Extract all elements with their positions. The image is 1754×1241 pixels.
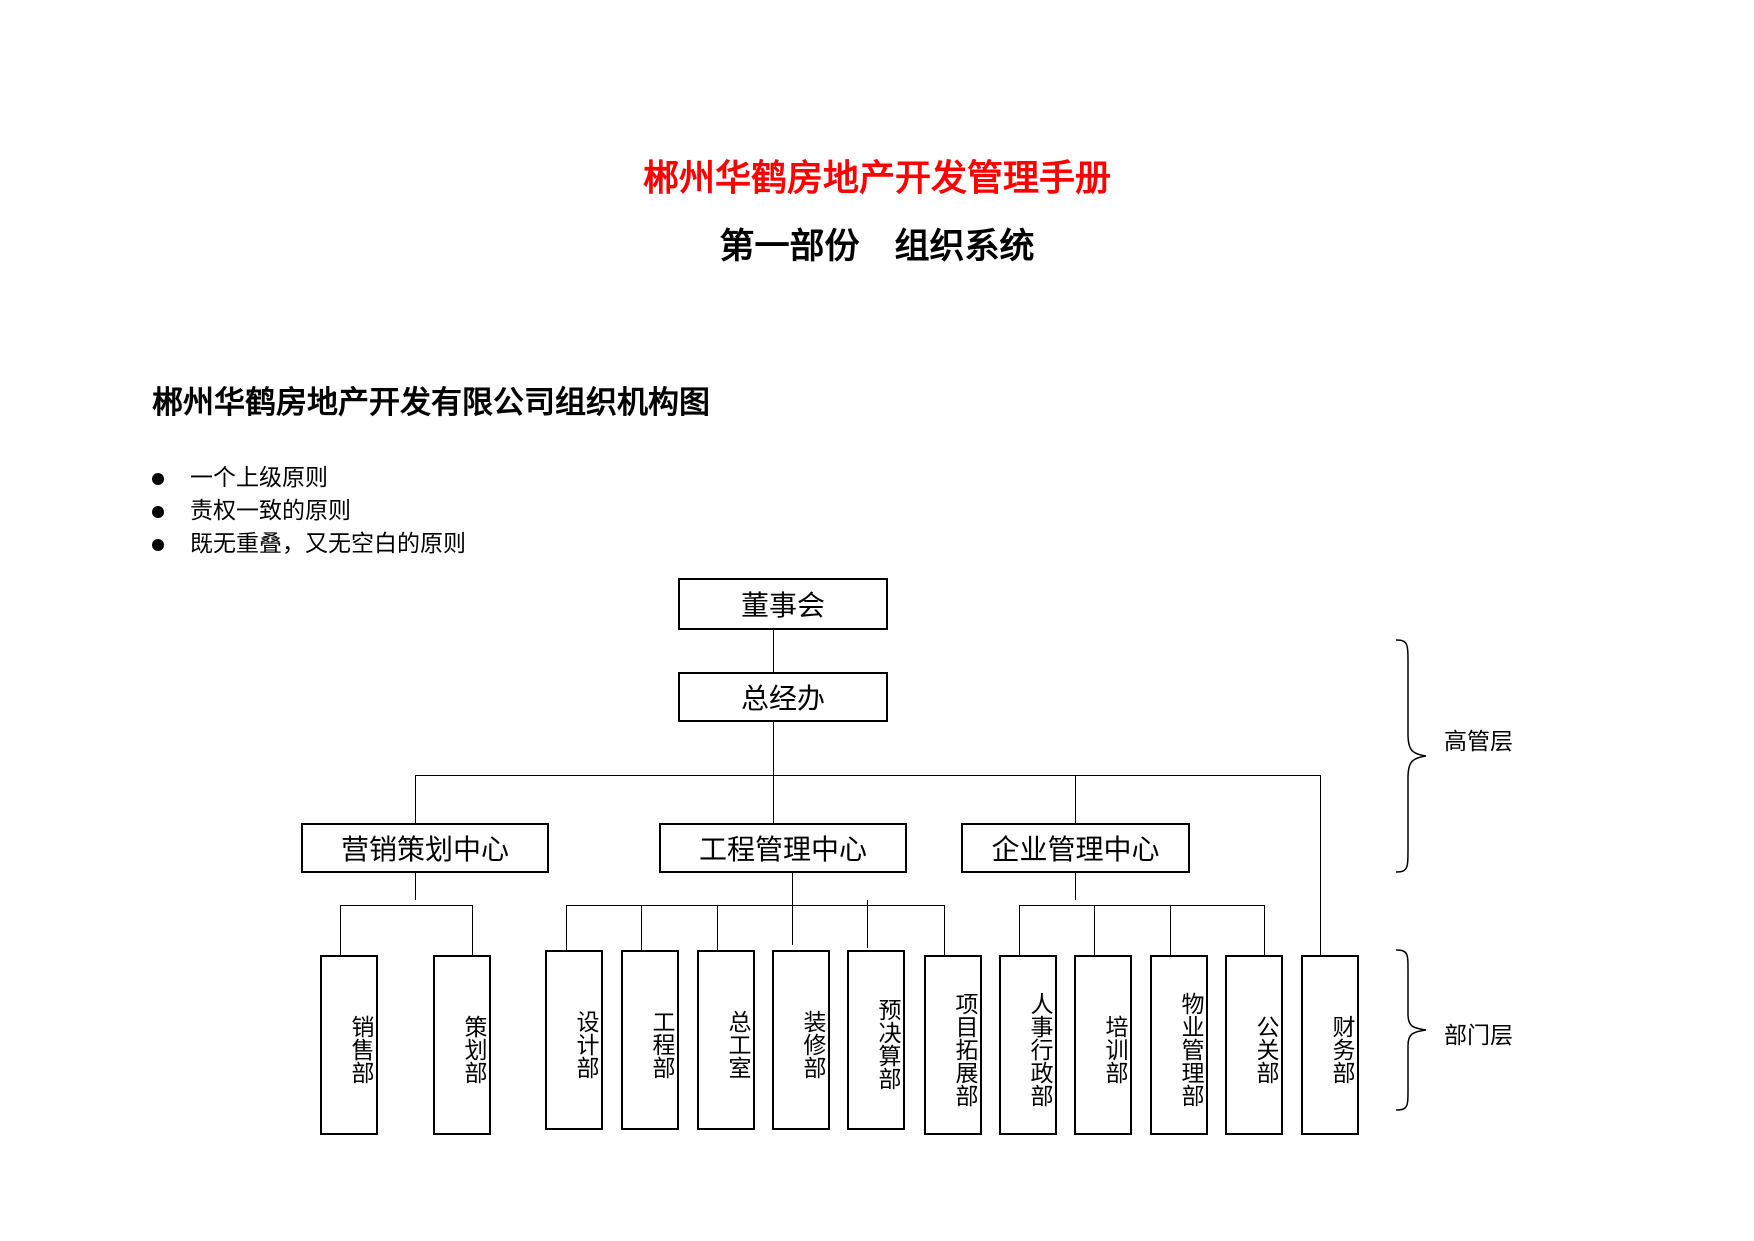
manual-title: 郴州华鹤房地产开发管理手册 [642,158,1111,199]
list-item: 一个上级原则 [152,462,466,495]
principles-list: 一个上级原则 责权一致的原则 既无重叠，又无空白的原则 [152,462,466,561]
department-layer-label: 部门层 [1444,1023,1513,1049]
dept-finance-box: 财务部 [1301,955,1359,1135]
senior-layer-label: 高管层 [1444,729,1513,755]
gm-office-box: 总经办 [678,672,888,722]
engineering-center-box: 工程管理中心 [659,823,907,873]
dept-chief-engineer-box: 总工室 [697,950,755,1130]
dept-sales-box: 销售部 [320,955,378,1135]
marketing-center-box: 营销策划中心 [301,823,549,873]
dept-property-box: 物业管理部 [1150,955,1208,1135]
dept-pr-box: 公关部 [1225,955,1283,1135]
bullet-icon [152,473,164,485]
list-item: 责权一致的原则 [152,495,466,528]
list-item: 既无重叠，又无空白的原则 [152,528,466,561]
dept-engineering-box: 工程部 [621,950,679,1130]
section-title: 第一部份 组织系统 [719,227,1035,267]
bullet-icon [152,539,164,551]
board-box: 董事会 [678,578,888,630]
dept-hr-admin-box: 人事行政部 [999,955,1057,1135]
dept-project-dev-box: 项目拓展部 [924,955,982,1135]
dept-training-box: 培训部 [1074,955,1132,1135]
dept-decoration-box: 装修部 [772,950,830,1130]
enterprise-center-box: 企业管理中心 [961,823,1190,873]
bullet-icon [152,506,164,518]
dept-budget-box: 预决算部 [847,950,905,1130]
dept-planning-box: 策划部 [433,955,491,1135]
org-chart-title: 郴州华鹤房地产开发有限公司组织机构图 [152,385,710,421]
senior-layer-brace [1395,639,1427,873]
department-layer-brace [1395,949,1427,1111]
dept-design-box: 设计部 [545,950,603,1130]
